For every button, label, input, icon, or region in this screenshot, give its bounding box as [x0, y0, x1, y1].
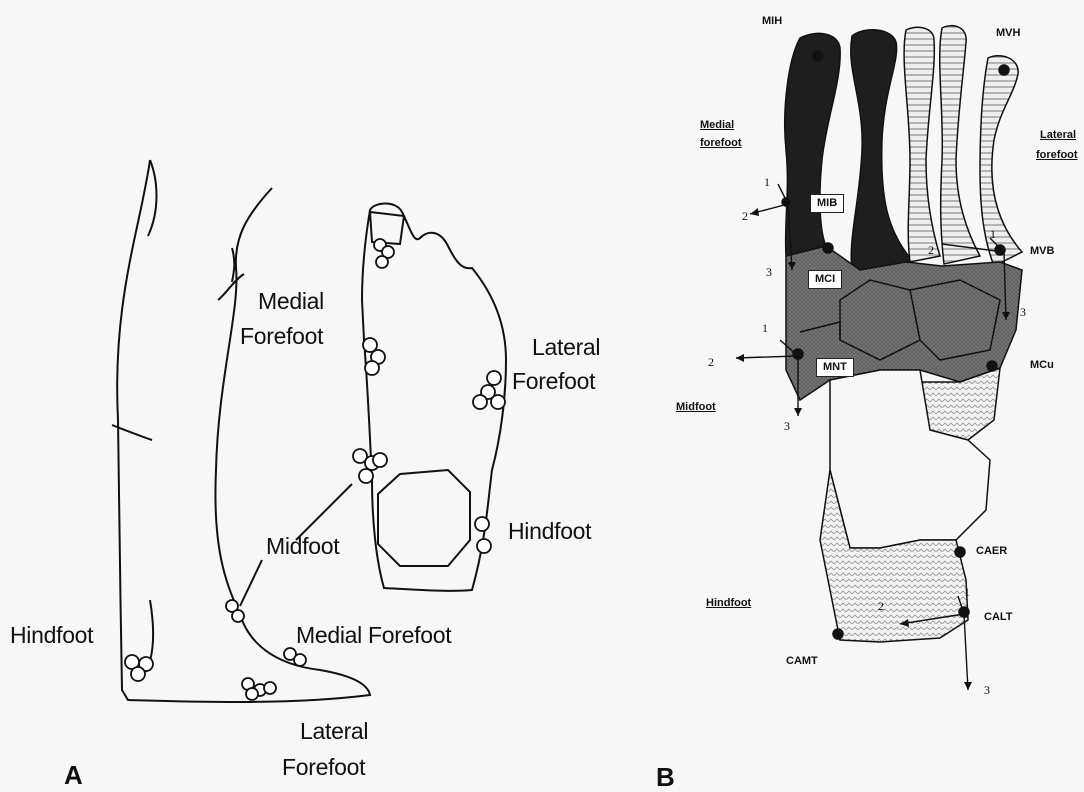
label-camt: CAMT — [786, 656, 818, 667]
metatarsal-2 — [851, 30, 910, 300]
arrowhead — [736, 354, 744, 362]
metatarsal-5 — [980, 56, 1022, 266]
metatarsal-1 — [785, 33, 840, 256]
axis-label-2: 2 — [878, 600, 884, 612]
label-mci: MCI — [808, 270, 842, 289]
region-medial-forefoot-1: Medial — [700, 120, 734, 131]
axis-arrow — [964, 614, 968, 690]
arrowhead — [964, 682, 972, 690]
mvh-marker — [999, 65, 1009, 75]
mci-marker — [823, 243, 833, 253]
metatarsal-3 — [904, 27, 940, 262]
axis-label-1: 1 — [990, 228, 996, 240]
metatarsal-4 — [940, 26, 980, 264]
axis-label-3: 3 — [766, 266, 772, 278]
label-mvh: MVH — [996, 28, 1020, 39]
mih-marker — [813, 51, 823, 61]
axis-label-3: 3 — [784, 420, 790, 432]
axis-label-2: 2 — [708, 356, 714, 368]
region-medial-forefoot-2: forefoot — [700, 138, 742, 149]
label-mib: MIB — [810, 194, 844, 213]
panel-b-letter: B — [656, 764, 675, 790]
axis-label-1: 1 — [764, 176, 770, 188]
label-mcu: MCu — [1030, 360, 1054, 371]
label-mvb: MVB — [1030, 246, 1054, 257]
caer-marker — [955, 547, 965, 557]
axis-label-2: 2 — [928, 244, 934, 256]
label-mih: MIH — [762, 16, 782, 27]
label-calt: CALT — [984, 612, 1013, 623]
arrowhead — [750, 208, 759, 216]
region-hindfoot: Hindfoot — [706, 598, 751, 609]
axis-label-3: 3 — [1020, 306, 1026, 318]
mcu-marker — [987, 361, 997, 371]
axis-label-1: 1 — [964, 586, 970, 598]
label-caer: CAER — [976, 546, 1007, 557]
axis-label-3: 3 — [984, 684, 990, 696]
label-mnt: MNT — [816, 358, 854, 377]
arrowhead — [794, 408, 802, 416]
region-midfoot: Midfoot — [676, 402, 716, 413]
camt-marker — [833, 629, 843, 639]
axis-label-2: 2 — [742, 210, 748, 222]
region-lateral-forefoot-2: forefoot — [1036, 150, 1078, 161]
region-lateral-forefoot-1: Lateral — [1040, 130, 1076, 141]
axis-label-1: 1 — [762, 322, 768, 334]
